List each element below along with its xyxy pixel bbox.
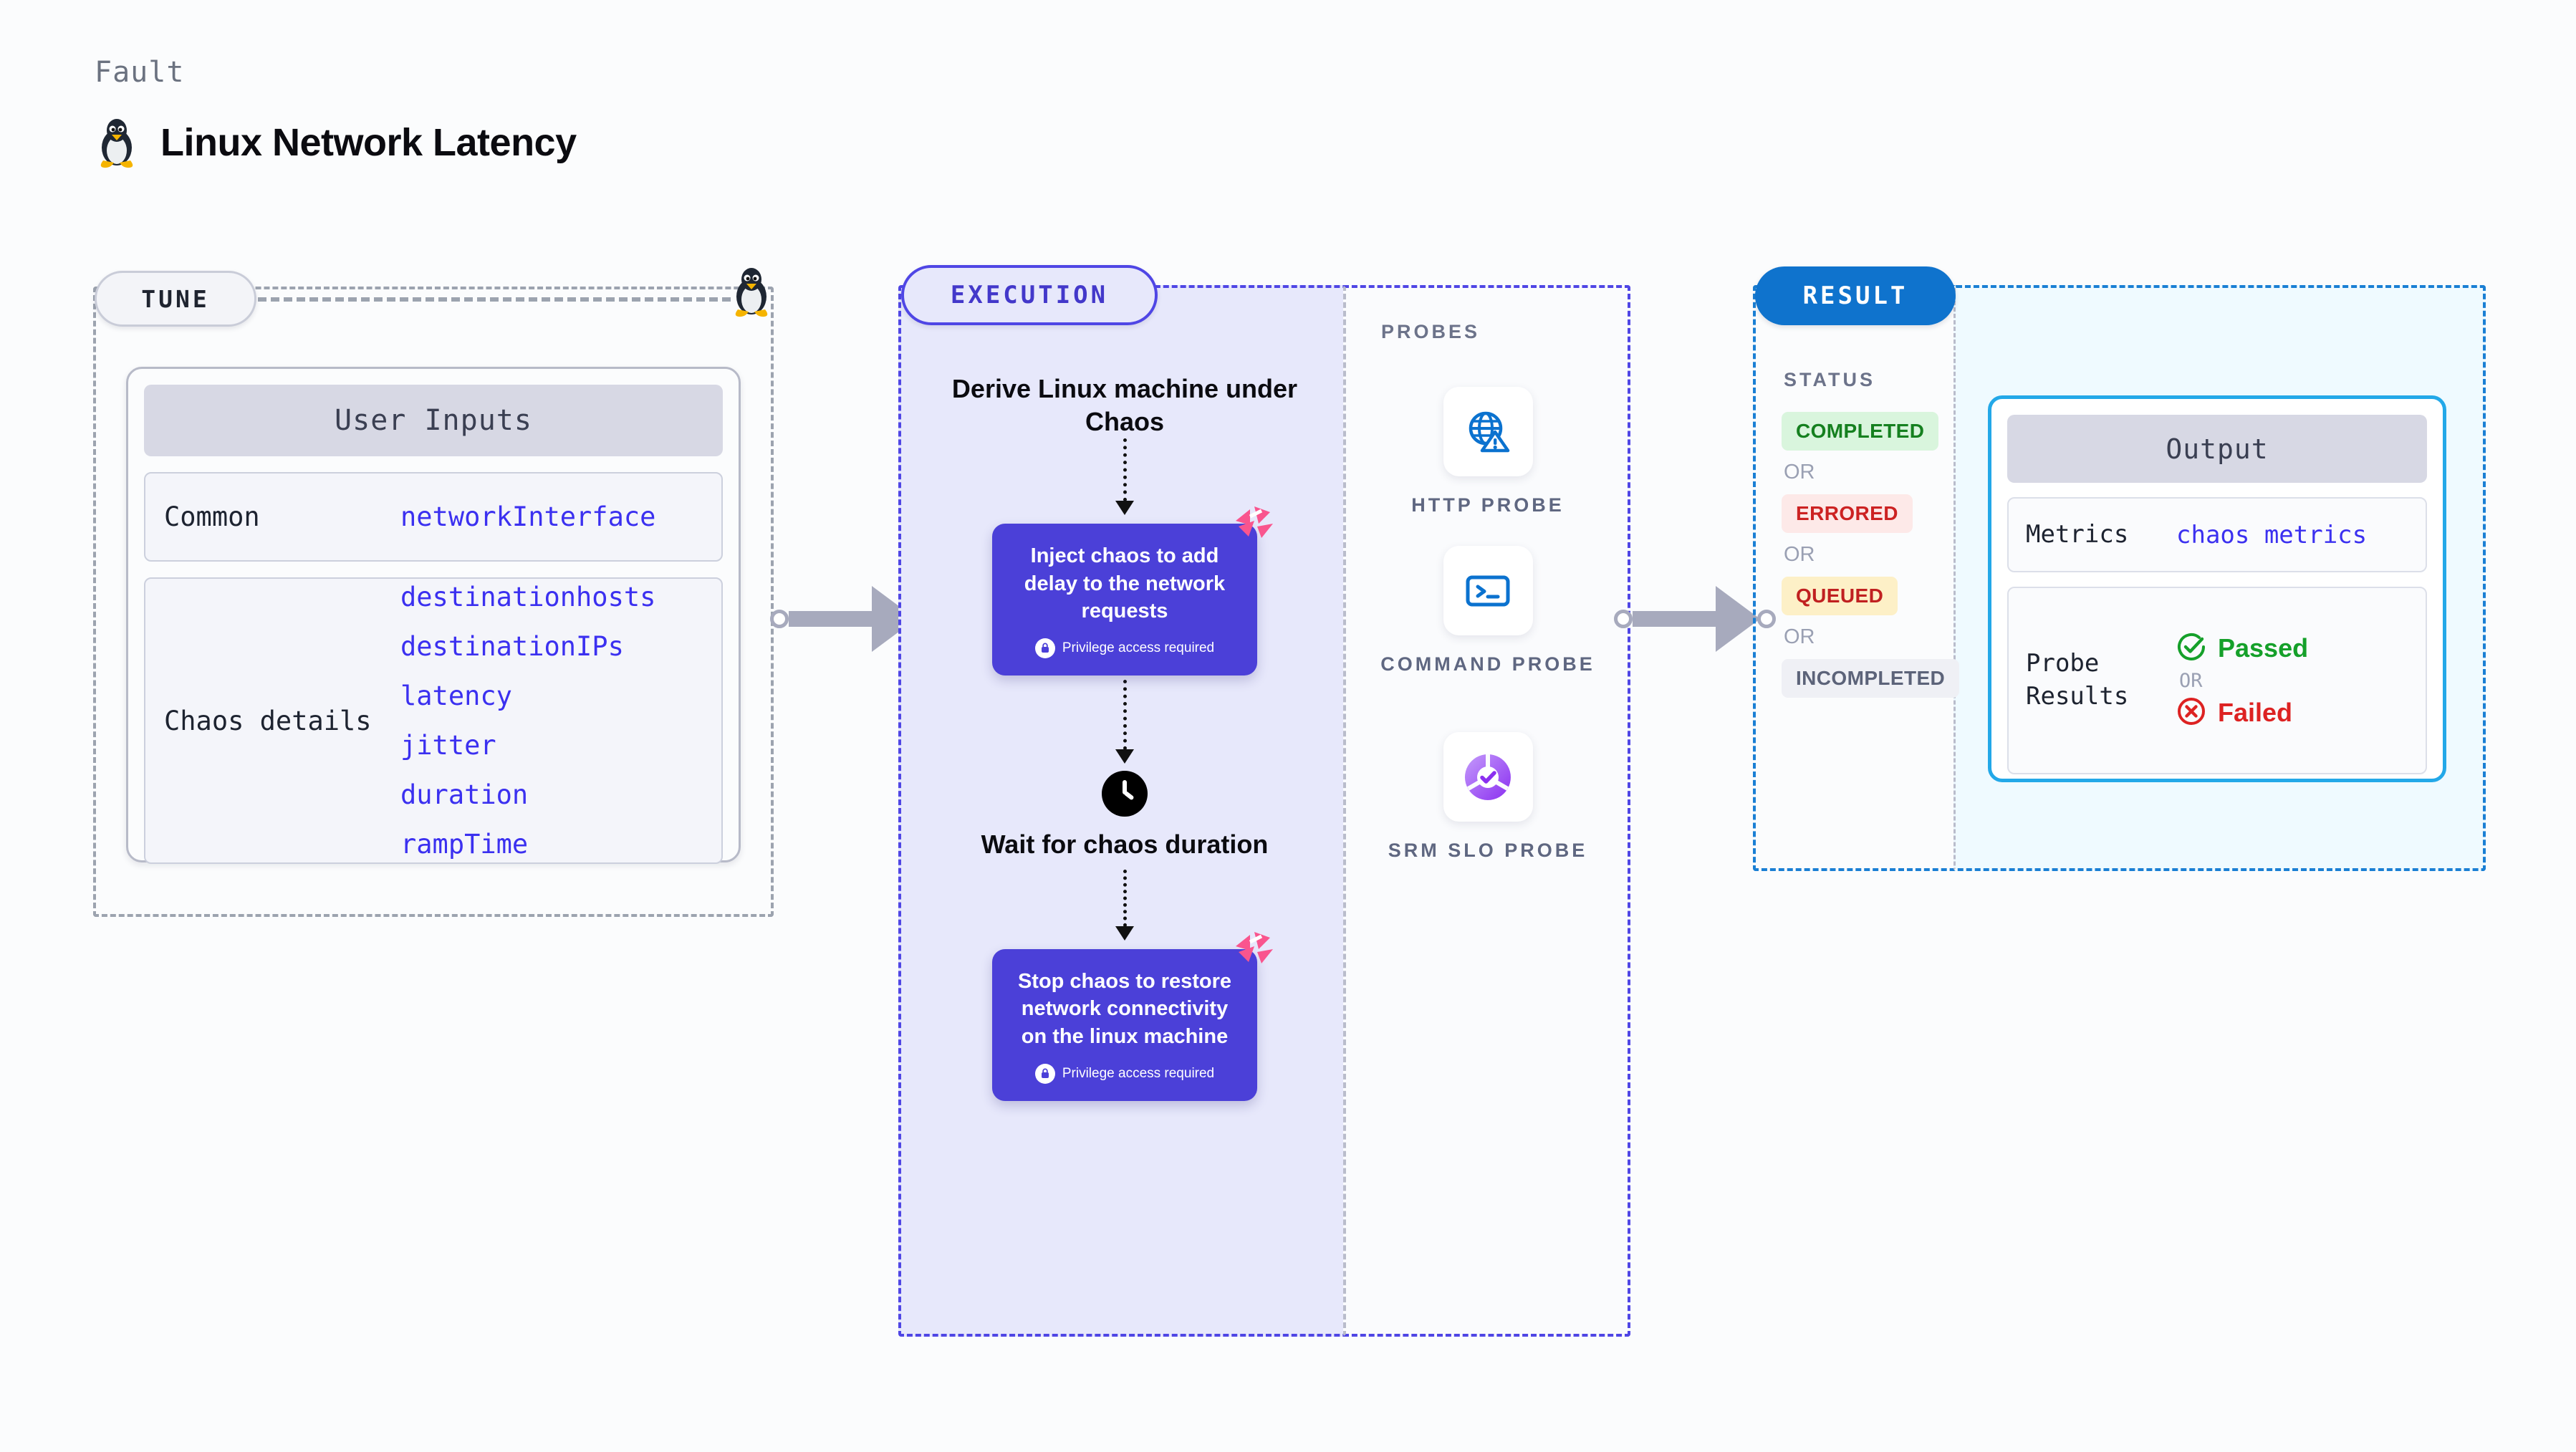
globe-warning-icon [1443, 387, 1533, 476]
check-circle-icon [2176, 632, 2206, 665]
status-badge-errored: ERRORED [1782, 494, 1913, 533]
input-row-values: destinationhosts destinationIPs latency … [400, 582, 655, 860]
page-title: Linux Network Latency [160, 121, 577, 164]
privilege-note: Privilege access required [1034, 1063, 1215, 1084]
input-value: networkInterface [400, 501, 656, 532]
arrow-start-dot [770, 610, 789, 628]
input-value: rampTime [400, 829, 529, 860]
input-row-label: Chaos details [164, 705, 372, 736]
execution-step-wait: Wait for chaos duration [981, 829, 1269, 859]
probe-item-http[interactable]: HTTP PROBE [1380, 387, 1595, 518]
input-row-values: networkInterface [400, 501, 655, 532]
stage-pill-execution[interactable]: EXECUTION [901, 265, 1158, 325]
linux-penguin-badge-icon [729, 265, 774, 322]
flow-connector-dotted [1115, 438, 1134, 516]
status-badge-completed: COMPLETED [1782, 412, 1939, 451]
input-value: latency [400, 681, 512, 711]
status-or-separator: OR [1784, 625, 1815, 648]
user-inputs-card: User Inputs Common networkInterface Chao… [126, 367, 741, 864]
probe-item-srm-slo[interactable]: SRM SLO PROBE [1380, 732, 1595, 863]
probe-result-values: Passed OR Failed [2176, 632, 2308, 730]
page-title-row: Linux Network Latency [95, 116, 577, 169]
output-row-metrics: Metrics chaos metrics [2007, 497, 2427, 572]
slo-donut-check-icon [1443, 732, 1533, 822]
arrow-end-dot [1757, 610, 1776, 628]
status-section-label: STATUS [1784, 369, 1875, 390]
arrow-head-icon [1716, 586, 1760, 652]
page-kicker: Fault [95, 56, 185, 89]
execution-step-derive: Derive Linux machine under Chaos [951, 374, 1298, 437]
output-title: Output [2007, 415, 2427, 483]
input-value: destinationIPs [400, 631, 624, 662]
status-list: COMPLETED OR ERRORED OR QUEUED OR INCOMP… [1782, 412, 1960, 698]
input-value: duration [400, 779, 529, 810]
tune-panel [93, 287, 774, 917]
probe-result-passed-label: Passed [2218, 633, 2309, 663]
execution-step-label: Inject chaos to add delay to the network… [1024, 544, 1226, 623]
output-row-probe-results: Probe Results Passed OR [2007, 587, 2427, 774]
status-badge-queued: QUEUED [1782, 577, 1898, 615]
flow-connector-dotted [1115, 869, 1134, 941]
linux-penguin-icon [95, 116, 139, 169]
output-row-label: Metrics [2026, 519, 2129, 549]
flow-arrow-execution-to-result [1614, 586, 1776, 652]
stage-pill-tune[interactable]: TUNE [95, 271, 256, 327]
probe-label: SRM SLO PROBE [1388, 840, 1588, 861]
arrow-shaft [1633, 611, 1717, 627]
input-value: jitter [400, 730, 496, 761]
privilege-note-text: Privilege access required [1062, 1065, 1215, 1081]
input-value: destinationhosts [400, 582, 656, 612]
output-row-label: Probe Results [2026, 649, 2129, 711]
flow-connector-dotted [1115, 679, 1134, 764]
arrow-shaft [789, 611, 873, 627]
input-row-chaos-details: Chaos details destinationhosts destinati… [144, 577, 723, 864]
output-card: Output Metrics chaos metrics Probe Resul… [1988, 395, 2446, 782]
harness-logo-icon [1233, 505, 1276, 545]
privilege-note-text: Privilege access required [1062, 640, 1215, 655]
probes-section-label: PROBES [1381, 321, 1481, 342]
stage-pill-result[interactable]: RESULT [1755, 266, 1956, 325]
output-row-value: chaos metrics [2176, 520, 2368, 549]
probe-result-failed-label: Failed [2218, 698, 2293, 727]
probe-label: COMMAND PROBE [1380, 653, 1595, 675]
probe-result-failed: Failed [2176, 696, 2308, 730]
probe-result-passed: Passed [2176, 632, 2308, 665]
status-or-separator: OR [1784, 543, 1815, 566]
execution-flow: Derive Linux machine under Chaos Inject … [910, 372, 1340, 1101]
execution-step-label: Stop chaos to restore network connectivi… [1017, 969, 1232, 1049]
input-row-common: Common networkInterface [144, 472, 723, 562]
harness-logo-icon [1233, 931, 1276, 971]
tune-connector-dash [258, 297, 731, 302]
cross-circle-icon [2176, 696, 2206, 730]
execution-step-stop[interactable]: Stop chaos to restore network connectivi… [992, 931, 1273, 1101]
terminal-icon [1443, 546, 1533, 635]
probe-result-or-separator: OR [2179, 669, 2203, 692]
lock-icon [1034, 638, 1055, 658]
probe-item-command[interactable]: COMMAND PROBE [1380, 546, 1595, 677]
arrow-start-dot [1614, 610, 1633, 628]
input-row-label: Common [164, 501, 260, 532]
clock-icon [1102, 770, 1148, 817]
lock-icon [1034, 1063, 1055, 1084]
execution-step-inject[interactable]: Inject chaos to add delay to the network… [992, 506, 1273, 675]
status-badge-incompleted: INCOMPLETED [1782, 659, 1960, 698]
privilege-note: Privilege access required [1034, 638, 1215, 658]
user-inputs-title: User Inputs [144, 385, 723, 456]
probe-label: HTTP PROBE [1411, 494, 1565, 516]
status-or-separator: OR [1784, 461, 1815, 484]
